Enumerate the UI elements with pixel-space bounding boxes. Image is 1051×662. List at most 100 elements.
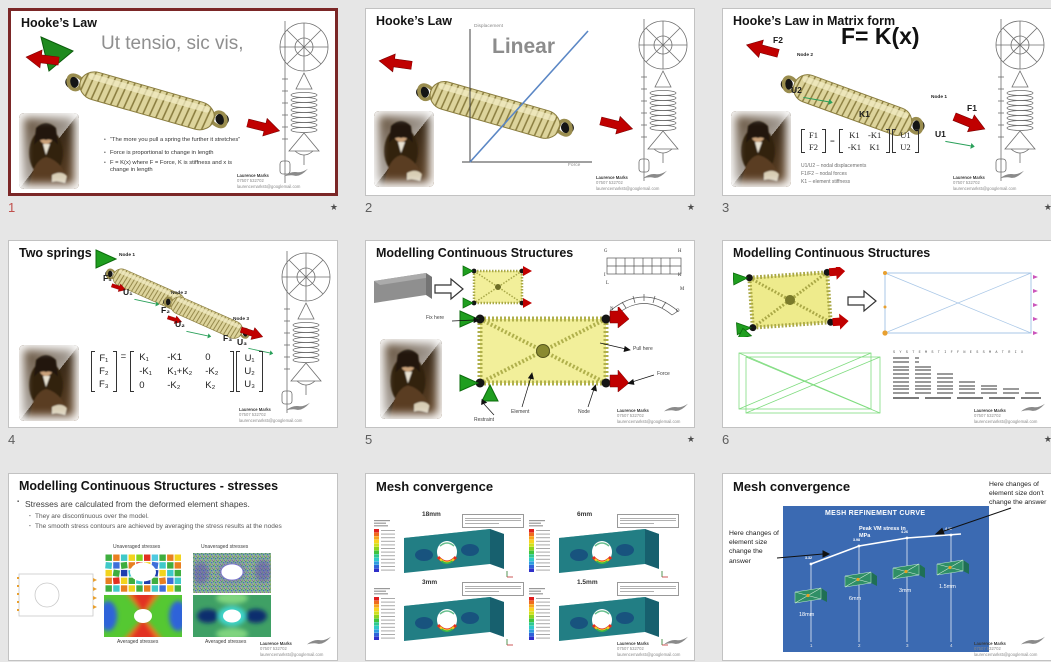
node1-label: Node 1 xyxy=(931,95,947,100)
mesh-size-label: 3mm xyxy=(899,588,912,594)
transform-arrow xyxy=(434,277,464,301)
analysis-info-box xyxy=(617,582,679,596)
fea-panel-3mm: 3mm xyxy=(374,579,526,648)
grid-letter: G xyxy=(604,249,608,254)
credit-phone: 07507 532702 xyxy=(617,646,644,652)
stiffness-matrix-printout: S Y S T E M S T I F F N E S S M A T R I … xyxy=(893,351,1041,400)
hooke-portrait xyxy=(19,113,79,189)
slide-thumbnail-8[interactable]: Mesh convergence 18mm xyxy=(365,473,695,661)
credit-email: laurencemarks5@googlemail.com xyxy=(596,185,660,191)
hooke-apparatus-engraving xyxy=(995,19,1045,181)
grid-letter: K xyxy=(678,273,682,278)
mesh-size-label: 1.5mm xyxy=(577,579,598,586)
stress-legend xyxy=(529,588,550,640)
slide-thumbnail-7[interactable]: Modelling Continuous Structures - stress… xyxy=(8,473,338,661)
mesh-thumbnail xyxy=(844,571,877,588)
mesh-size-label: 18mm xyxy=(799,612,815,618)
point-value: 3.32 xyxy=(805,556,812,560)
credit-email: laurencemarks5@googlemail.com xyxy=(617,418,681,424)
credit-name: Laurence Marks xyxy=(974,407,1006,413)
wireframe-mesh-green xyxy=(738,352,881,414)
node1-label: Node 1 xyxy=(119,253,135,258)
mini-spring-model xyxy=(462,265,532,309)
hooke-portrait xyxy=(19,345,79,421)
mesh-thumbnail xyxy=(794,587,827,604)
slide-4-label-row: 4 ★ xyxy=(8,431,338,447)
u3-arrow xyxy=(248,345,274,357)
slide-title: Mesh convergence xyxy=(376,479,494,494)
credit-phone: 07507 532702 xyxy=(974,413,1001,419)
u1-arrow xyxy=(134,296,160,308)
credit-name: Laurence Marks xyxy=(617,407,649,413)
caption-unaveraged: Unaveraged stresses xyxy=(113,544,161,550)
f2-label: F2 xyxy=(773,35,783,45)
credit-email: laurencemarks5@googlemail.com xyxy=(237,183,301,189)
slide-thumbnail-2[interactable]: Hooke’s Law Displacement Force Linear xyxy=(365,8,695,196)
hooke-portrait xyxy=(374,111,434,187)
bird-logo-icon xyxy=(286,402,310,411)
slide-5-label-row: 5 ★ xyxy=(365,431,695,447)
model-outline-sketch xyxy=(17,573,97,617)
slide-thumbnail-6[interactable]: Modelling Continuous Structures xyxy=(722,240,1051,428)
credit-name: Laurence Marks xyxy=(239,406,271,412)
apparatus-engraving xyxy=(975,13,1049,189)
hooke-portrait xyxy=(731,111,791,187)
credit-name: Laurence Marks xyxy=(237,172,269,178)
credit: Laurence Marks 07507 532702 laurencemark… xyxy=(596,170,668,191)
slide-title: Hooke’s Law in Matrix form xyxy=(733,14,896,28)
fea-stress-block xyxy=(559,529,659,573)
credit-email: laurencemarks5@googlemail.com xyxy=(974,418,1038,424)
spring-graphic xyxy=(55,55,239,147)
slide-title: Mesh convergence xyxy=(733,479,851,494)
slide-thumbnail-1[interactable]: Hooke’s Law Ut tensio, sic vis, “The mor… xyxy=(8,8,338,196)
matrix-notes: U1/U2 – nodal displacements F1/F2 – noda… xyxy=(801,163,867,185)
hooke-formula: F= K(x) xyxy=(841,23,920,49)
apparatus-engraving xyxy=(261,245,335,421)
slide-number: 2 xyxy=(365,199,373,215)
slide-thumbnail-3[interactable]: Hooke’s Law in Matrix form F= K(x) F2 No… xyxy=(722,8,1051,196)
u2-label: U2 xyxy=(791,85,802,95)
legend xyxy=(529,520,553,574)
slide-thumbnail-5[interactable]: Modelling Continuous Structures G H I K xyxy=(365,240,695,428)
hooke-apparatus-engraving xyxy=(279,21,329,183)
credit-name: Laurence Marks xyxy=(260,640,292,646)
spring-graphic xyxy=(406,65,584,155)
portrait-image xyxy=(19,113,79,189)
u2-arrow xyxy=(186,328,212,340)
x-tick: 2 xyxy=(858,643,861,648)
force-arrow-icon xyxy=(745,39,780,59)
fea-stress-block xyxy=(404,597,504,641)
analysis-info-box xyxy=(462,582,524,596)
annotation-right: Here changes of element size don’t chang… xyxy=(989,481,1047,507)
slide-title: Modelling Continuous Structures xyxy=(733,246,931,260)
grid-letter: I xyxy=(604,273,606,278)
force-arrow-icon xyxy=(25,49,60,69)
f1-force-arrow xyxy=(950,107,989,138)
slide-title: Two springs xyxy=(19,246,92,260)
f2-arrow xyxy=(166,313,183,326)
mosaic-stress-plot xyxy=(104,553,182,593)
credit-phone: 07507 532702 xyxy=(953,180,980,186)
u2-arrow xyxy=(803,93,834,106)
credit-email: laurencemarks5@googlemail.com xyxy=(953,185,1017,191)
fea-stress-block xyxy=(559,597,659,641)
f2-force-arrow xyxy=(743,35,781,63)
u1-arrow xyxy=(945,137,976,150)
hooke-portrait xyxy=(380,339,442,419)
stress-legend xyxy=(374,520,395,572)
bird-logo-icon xyxy=(664,636,688,645)
slide-thumbnail-9[interactable]: Mesh convergence MESH REFINEMENT CURVE P… xyxy=(722,473,1051,661)
displacement-arrow-icon xyxy=(186,330,212,339)
credit-name: Laurence Marks xyxy=(953,174,985,180)
linear-annotation: Linear xyxy=(492,35,556,58)
animation-star-icon: ★ xyxy=(1043,201,1051,212)
mini-spring-model xyxy=(733,267,849,337)
x-tick: 4 xyxy=(950,643,953,648)
mesh-size-label: 6mm xyxy=(577,511,593,518)
averaged-stress-plot xyxy=(104,595,182,637)
force-arrow-icon xyxy=(952,112,986,133)
node2-label: Node 2 xyxy=(171,291,187,296)
slide-thumbnail-4[interactable]: Two springs Node 1 Node 2 xyxy=(8,240,338,428)
